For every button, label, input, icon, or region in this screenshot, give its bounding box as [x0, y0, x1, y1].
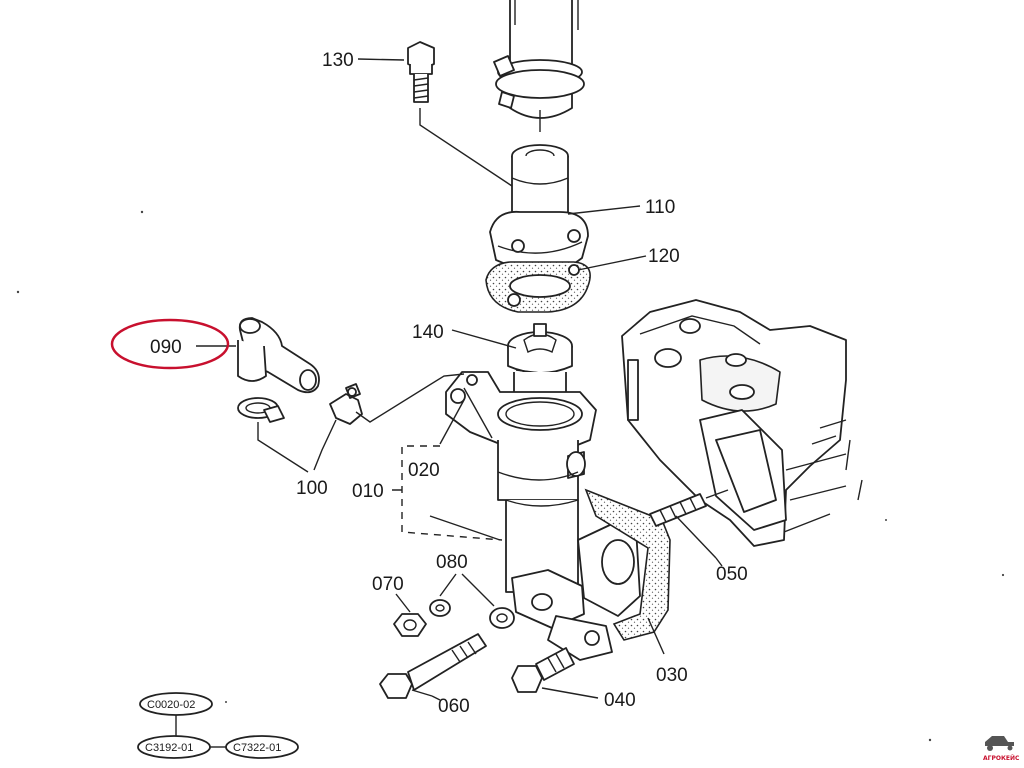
thermostat-housing-010: [445, 371, 641, 661]
stud-050: [649, 489, 729, 559]
thermostat-cover-110: [489, 144, 589, 273]
clamp-100-right: [329, 373, 465, 425]
highlight-090: [110, 318, 230, 370]
label-010: 010: [352, 481, 384, 502]
label-110: 110: [645, 197, 675, 218]
leader-020: [439, 399, 465, 445]
engine-block: [621, 299, 863, 547]
hose-090: [196, 317, 320, 394]
label-140: 140: [412, 322, 444, 343]
reference-code-2: C3192-01: [145, 742, 193, 754]
leader-110: [567, 205, 641, 215]
bolt-040: [511, 647, 599, 699]
leader-060: [431, 695, 441, 701]
label-070: 070: [372, 574, 404, 595]
label-060: 060: [438, 696, 470, 717]
thermostat-140: [507, 323, 573, 406]
label-030: 030: [656, 665, 688, 686]
watermark-text: АГРОКЕЙС: [983, 754, 1020, 762]
gasket-030: [584, 488, 671, 655]
leader-130: [357, 58, 405, 61]
reference-code-3: C7322-01: [233, 742, 281, 754]
leader-010: [392, 489, 501, 541]
watermark-logo: АГРОКЕЙС: [983, 736, 1020, 762]
label-080: 080: [436, 552, 468, 573]
leader-120: [577, 255, 647, 271]
leader-050: [715, 557, 723, 567]
leader-140: [451, 329, 517, 349]
reference-codes: C0020-02 C3192-01 C7322-01: [137, 692, 299, 759]
label-130: 130: [322, 50, 354, 71]
bolt-130: [407, 41, 513, 187]
label-040: 040: [604, 690, 636, 711]
label-050: 050: [716, 564, 748, 585]
label-120: 120: [648, 246, 680, 267]
label-090: 090: [150, 337, 182, 358]
washer-080: [429, 573, 515, 629]
nut-070: [393, 593, 427, 637]
label-100: 100: [296, 478, 328, 499]
gasket-120: [485, 261, 591, 313]
bracket-010: [401, 445, 503, 541]
upper-water-pipe: [493, 0, 585, 132]
reference-code-1: C0020-02: [147, 699, 195, 711]
clamp-100-left: [237, 397, 285, 423]
bolt-060: [379, 633, 487, 699]
leader-100: [257, 419, 337, 473]
scan-marks: [16, 210, 1005, 742]
label-020: 020: [408, 460, 440, 481]
